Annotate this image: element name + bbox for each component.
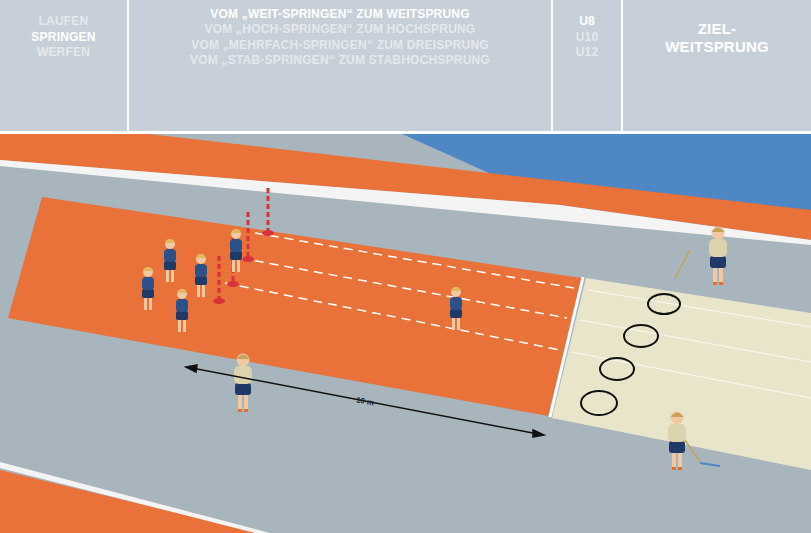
header-text: U12 [576, 45, 599, 61]
child [176, 289, 188, 332]
arrowhead [186, 365, 197, 372]
poles [213, 188, 274, 304]
goal-cell: ZIEL- WEITSPRUNG [623, 0, 811, 75]
pole-base [242, 256, 254, 262]
pole [218, 256, 221, 300]
measuring-tape [700, 463, 720, 466]
sand-pit [552, 278, 811, 470]
child [142, 267, 154, 310]
header-text: LAUFEN [39, 14, 89, 30]
hoops [581, 294, 680, 415]
pit-line [580, 320, 811, 362]
header-text: WERFEN [37, 45, 90, 61]
running-child [450, 287, 462, 330]
arrowhead [533, 430, 544, 437]
children [142, 229, 462, 332]
header-text: U10 [576, 30, 599, 46]
pole [267, 188, 270, 232]
discipline-cell: LAUFENSPRINGENWERFEN [0, 0, 127, 75]
column-separator [127, 0, 129, 131]
hoop [600, 358, 634, 380]
header-text: ZIEL- WEITSPRUNG [657, 20, 777, 56]
column-separator [621, 0, 623, 131]
measuring-stick [675, 250, 690, 278]
dimension-line [192, 368, 538, 434]
coach [234, 354, 252, 413]
header-text: SPRINGEN [31, 30, 95, 46]
lane-line [240, 258, 567, 318]
pit-line [572, 352, 811, 398]
header-text: VOM „MEHRFACH-SPRINGEN“ ZUM DREISPRUNG [191, 38, 489, 54]
child [230, 229, 242, 272]
lane-lines [225, 233, 574, 350]
coach [709, 227, 727, 286]
coaches [234, 227, 727, 471]
pole-base [262, 230, 274, 236]
white-line [0, 462, 270, 533]
runway [8, 197, 582, 416]
pole-base [213, 298, 225, 304]
column-separator [551, 0, 553, 131]
header-text: VOM „WEIT-SPRINGEN“ ZUM WEITSPRUNG [210, 7, 469, 23]
child [164, 239, 176, 282]
header-text: U8 [579, 14, 595, 30]
pole-base [227, 281, 239, 287]
header-band [0, 0, 811, 133]
age-cell: U8U10U12 [553, 0, 621, 75]
header-rule [0, 131, 811, 134]
header-text: VOM „HOCH-SPRINGEN“ ZUM HOCHSPRUNG [205, 22, 476, 38]
hoop [648, 294, 680, 314]
measuring-stick [685, 440, 700, 462]
lane-line [225, 283, 560, 350]
child [195, 254, 207, 297]
topic-cell: VOM „WEIT-SPRINGEN“ ZUM WEITSPRUNGVOM „H… [129, 0, 551, 75]
coach [668, 412, 686, 471]
hoop [581, 391, 617, 415]
pit-line [588, 290, 811, 327]
hoop [624, 325, 658, 347]
header-text: VOM „STAB-SPRINGEN“ ZUM STABHOCHSPRUNG [190, 53, 490, 69]
takeoff-line [550, 277, 583, 417]
pole [247, 212, 250, 258]
lane-line [255, 233, 574, 288]
dimension-arrow [186, 365, 544, 437]
pit-lines [572, 290, 811, 398]
